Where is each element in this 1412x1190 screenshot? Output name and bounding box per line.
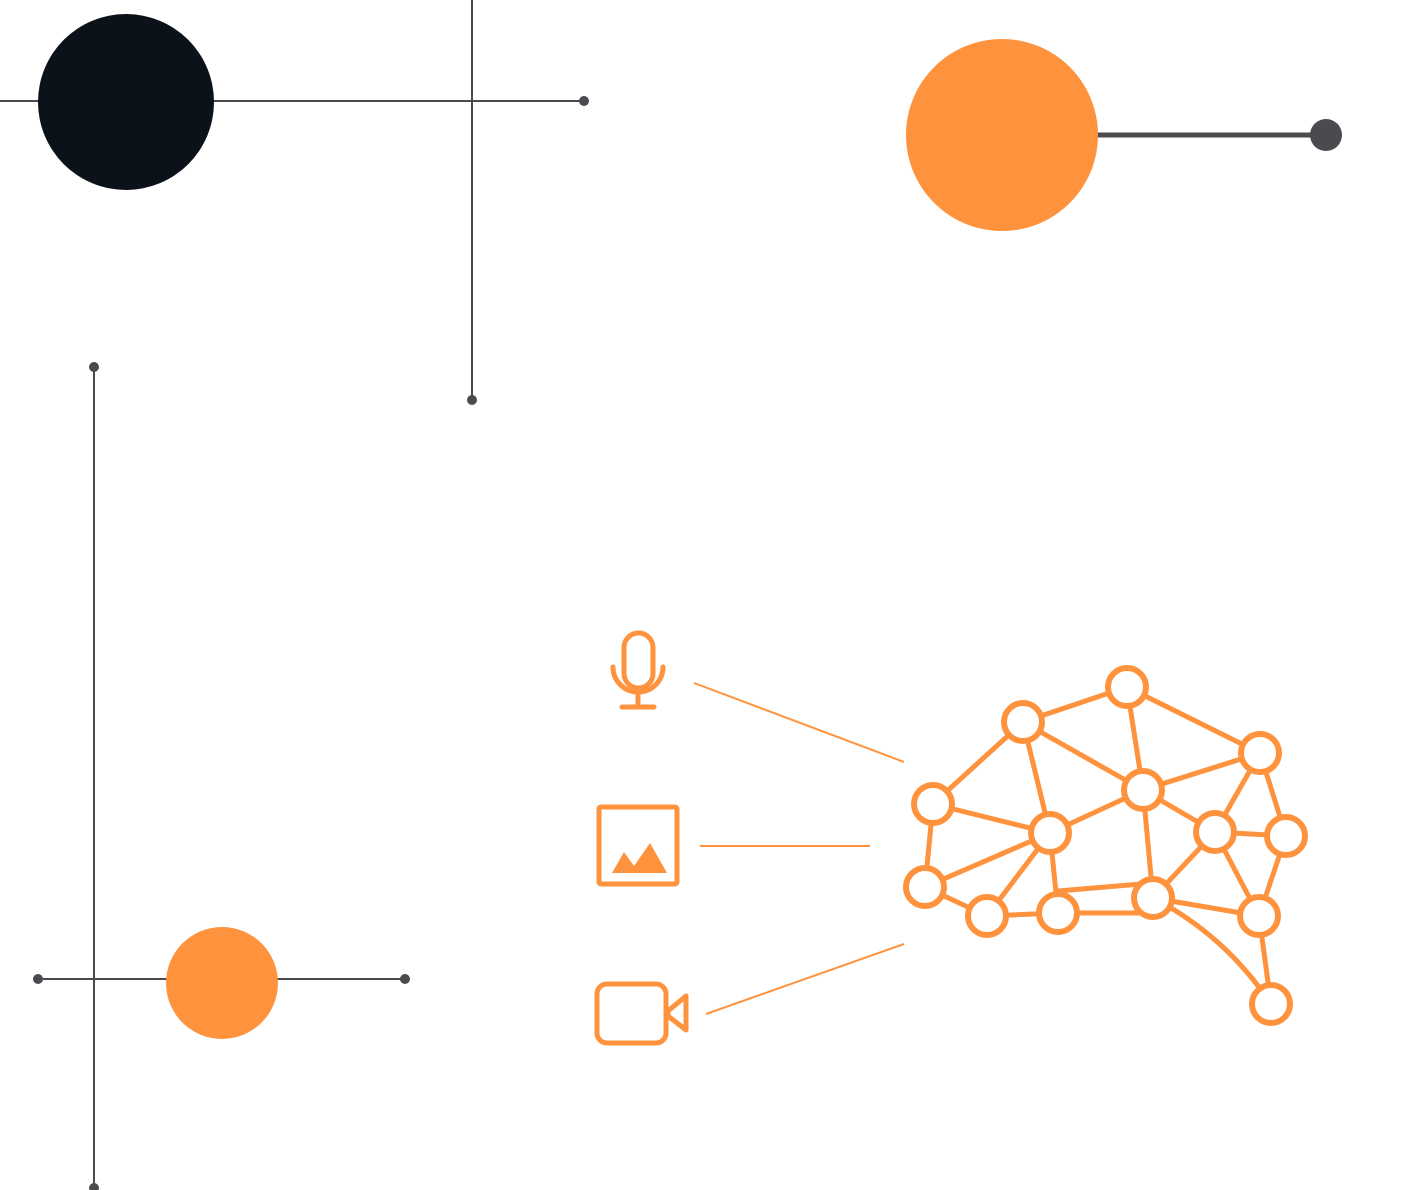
- orange-circle-small: [166, 927, 278, 1039]
- decorative-lines: [0, 0, 1326, 1190]
- image-icon: [596, 804, 680, 887]
- network-node: [1036, 891, 1080, 935]
- orange-circle-large: [906, 39, 1098, 231]
- microphone-connector: [693, 682, 905, 763]
- network-node: [1121, 768, 1165, 812]
- network-node: [1105, 665, 1149, 709]
- endpoint-dot: [579, 96, 589, 106]
- icon-connectors: [693, 682, 905, 1015]
- endpoint-dot: [400, 974, 410, 984]
- endpoint-dot: [467, 395, 477, 405]
- network-node: [1238, 731, 1282, 775]
- network-node: [1193, 810, 1237, 854]
- endpoint-dot: [89, 362, 99, 372]
- neural-network-brain-icon: [903, 665, 1308, 1026]
- network-node: [965, 894, 1009, 938]
- microphone-icon: [610, 630, 666, 710]
- dark-circle: [38, 14, 214, 190]
- endpoint-dot: [89, 1183, 99, 1190]
- network-node: [1131, 876, 1175, 920]
- network-nodes: [903, 665, 1308, 1026]
- network-node: [1249, 982, 1293, 1026]
- network-node: [1028, 811, 1072, 855]
- network-node: [1001, 700, 1045, 744]
- video-connector: [705, 943, 905, 1015]
- video-camera-icon: [594, 981, 689, 1046]
- network-node: [903, 865, 947, 909]
- network-node: [911, 782, 955, 826]
- network-node: [1264, 814, 1308, 858]
- line-endpoints: [33, 96, 1342, 1190]
- endpoint-dot: [33, 974, 43, 984]
- network-node: [1237, 894, 1281, 938]
- endpoint-dot-large: [1310, 119, 1342, 151]
